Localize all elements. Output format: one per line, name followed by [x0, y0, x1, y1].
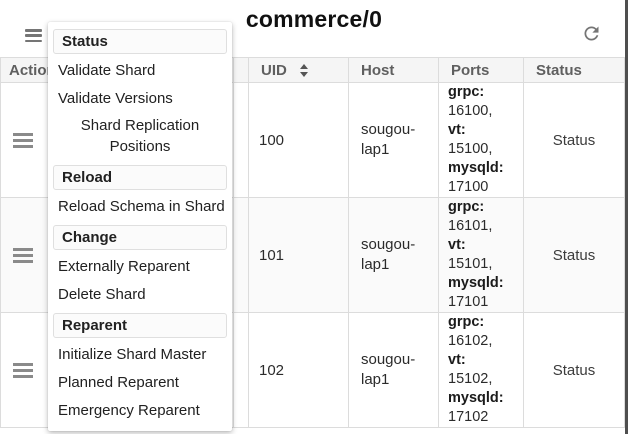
vertical-scrollbar[interactable]	[625, 0, 628, 434]
hamburger-icon	[13, 362, 33, 366]
menu-section-status: Status	[53, 29, 227, 54]
menu-item-validate-versions[interactable]: Validate Versions	[58, 90, 173, 107]
hamburger-icon	[25, 29, 42, 32]
uid-cell: 101	[248, 197, 349, 313]
status-link[interactable]: Status	[523, 82, 625, 198]
ports-cell: grpc: 16100, vt: 15100, mysqld: 17100	[438, 82, 524, 198]
refresh-icon	[584, 26, 599, 41]
uid-cell: 102	[248, 312, 349, 428]
refresh-button[interactable]	[581, 23, 602, 44]
menu-section-reparent: Reparent	[53, 313, 227, 338]
host-cell: sougou-lap1	[348, 82, 439, 198]
menu-item-initialize-shard-master[interactable]: Initialize Shard Master	[58, 346, 207, 363]
menu-item-shard-replication-positions[interactable]: Shard Replication Positions	[80, 117, 200, 155]
column-header-uid[interactable]: UID	[248, 57, 349, 83]
ports-cell: grpc: 16101, vt: 15101, mysqld: 17101	[438, 197, 524, 313]
column-header-status: Status	[523, 57, 625, 83]
menu-item-validate-shard[interactable]: Validate Shard	[58, 62, 156, 79]
shard-actions-menu: Status Validate Shard Validate Versions …	[48, 22, 232, 431]
uid-cell: 100	[248, 82, 349, 198]
menu-section-reload: Reload	[53, 165, 227, 190]
row-actions-button[interactable]	[13, 362, 33, 378]
menu-item-planned-reparent[interactable]: Planned Reparent	[58, 374, 179, 391]
host-cell: sougou-lap1	[348, 197, 439, 313]
row-actions-button[interactable]	[13, 247, 33, 263]
status-link[interactable]: Status	[523, 312, 625, 428]
ports-cell: grpc: 16102, vt: 15102, mysqld: 17102	[438, 312, 524, 428]
row-actions-button[interactable]	[13, 132, 33, 148]
sort-icon[interactable]	[299, 64, 308, 77]
hamburger-icon	[13, 247, 33, 251]
menu-item-reload-schema-in-shard[interactable]: Reload Schema in Shard	[58, 198, 225, 215]
status-link[interactable]: Status	[523, 197, 625, 313]
page-title: commerce/0	[245, 6, 383, 32]
menu-section-change: Change	[53, 225, 227, 250]
shard-menu-button[interactable]	[25, 29, 42, 43]
column-header-host: Host	[348, 57, 439, 83]
column-header-ports: Ports	[438, 57, 524, 83]
menu-item-externally-reparent[interactable]: Externally Reparent	[58, 258, 190, 275]
host-cell: sougou-lap1	[348, 312, 439, 428]
hamburger-icon	[13, 132, 33, 136]
menu-item-delete-shard[interactable]: Delete Shard	[58, 286, 146, 303]
column-header-spacer	[233, 57, 249, 83]
menu-item-emergency-reparent[interactable]: Emergency Reparent	[58, 402, 200, 419]
